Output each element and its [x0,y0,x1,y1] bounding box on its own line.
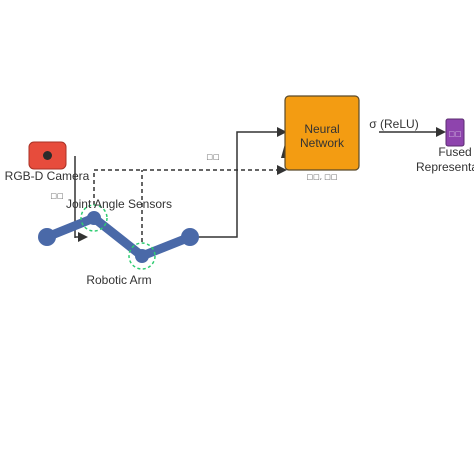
network-box [284,95,360,171]
sensor-ring-2 [128,242,156,270]
sensors-label: Joint Angle Sensors [66,197,172,211]
fused-box [445,118,465,147]
arm-label: Robotic Arm [86,273,151,287]
neural-network-node[interactable]: Neural Network [284,95,360,171]
camera-lens-icon [43,151,52,160]
network-label-line1: Neural [304,122,339,136]
camera-node[interactable]: RGB-D Camera [5,141,90,183]
sensor-edge-label: □□ [206,153,219,161]
camera-edge-label: □□ [50,192,63,200]
network-input-label: □□, □□ [307,173,338,181]
arm-joint-2 [135,249,149,263]
sensor-ring-1 [80,204,108,232]
joint-angle-sensors[interactable]: Joint Angle Sensors [66,197,172,270]
arm-links [42,213,195,261]
activation-label: σ (ReLU) [369,117,418,131]
arm-end-effector [181,228,199,246]
edges [74,127,446,242]
arm-to-network-edge [190,127,287,238]
fused-label-line2: Representa [416,160,474,174]
arm-joint-1 [87,211,101,225]
network-label-line2: Network [300,136,345,150]
camera-label: RGB-D Camera [5,169,90,183]
arm-base-joint [38,228,56,246]
fused-icon-text: □□ [448,130,461,138]
fused-label-line1: Fused [438,145,471,159]
robotic-arm[interactable]: Robotic Arm [38,211,199,287]
fused-representation-node[interactable]: □□ Fused Representa [416,118,474,174]
